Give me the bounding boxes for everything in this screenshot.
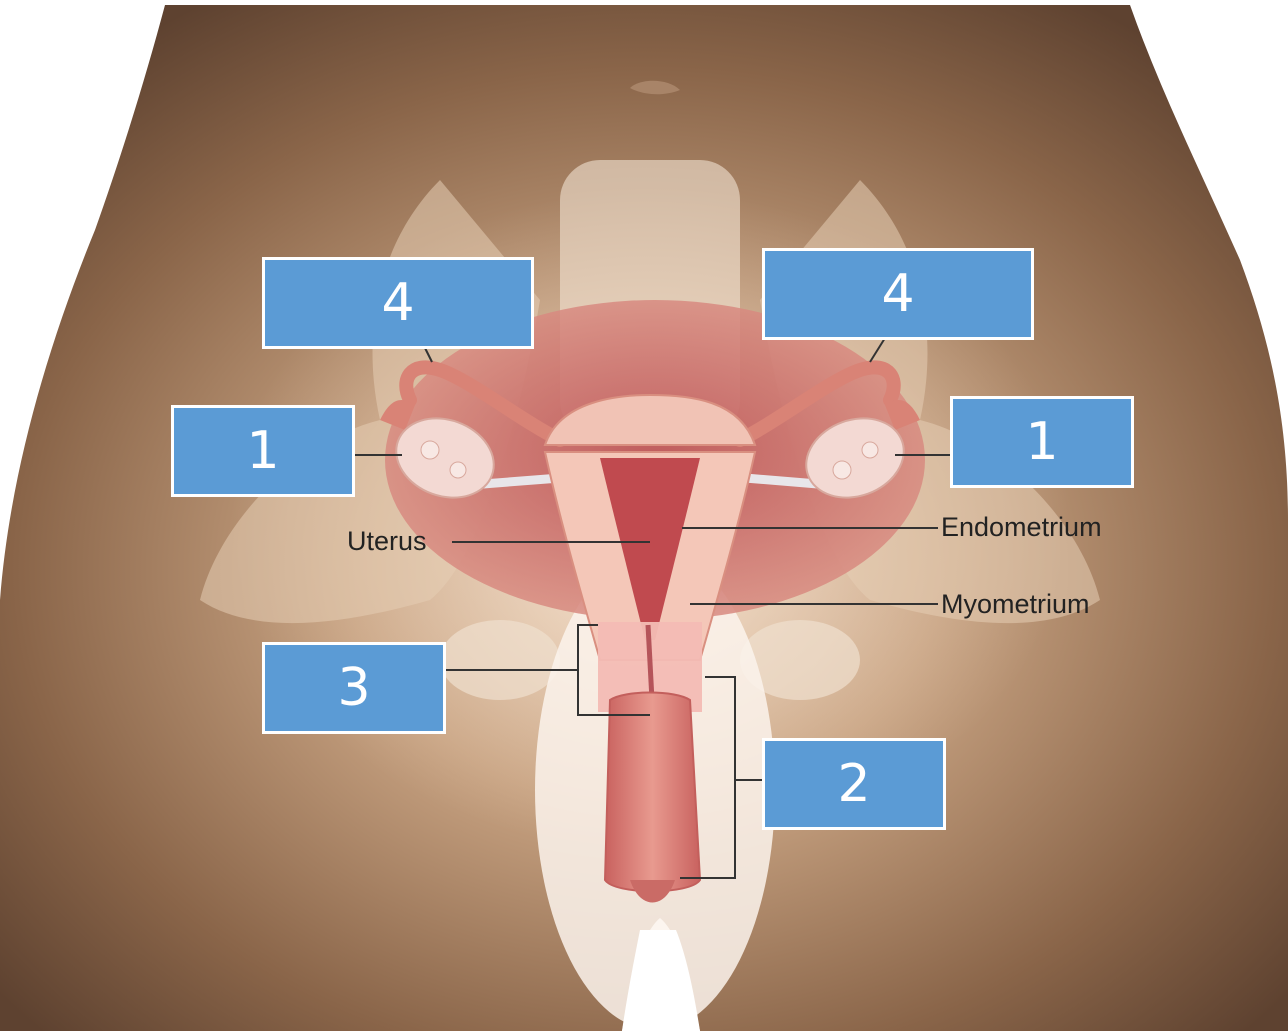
label-box-cervix[interactable]: 3	[262, 642, 446, 734]
label-box-right-ovary[interactable]: 1	[950, 396, 1134, 488]
hip-joint-left	[440, 620, 560, 700]
label-box-right-fallopian-tube[interactable]: 4	[762, 248, 1034, 340]
uterus-label: Uterus	[347, 528, 427, 555]
label-box-vagina[interactable]: 2	[762, 738, 946, 830]
myometrium-label: Myometrium	[941, 591, 1090, 618]
vagina	[605, 693, 700, 892]
label-box-left-fallopian-tube[interactable]: 4	[262, 257, 534, 349]
endometrium-label: Endometrium	[941, 514, 1102, 541]
label-box-left-ovary[interactable]: 1	[171, 405, 355, 497]
